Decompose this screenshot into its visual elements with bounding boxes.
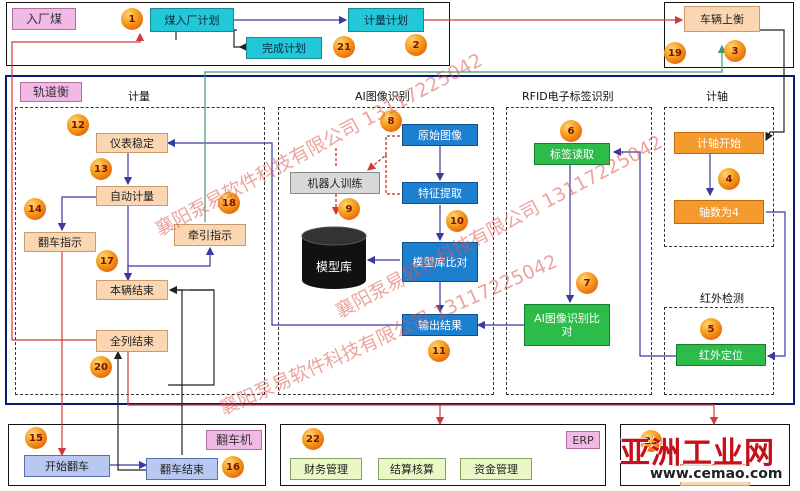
infrared-position-box[interactable]: 红外定位 <box>676 344 766 366</box>
step-circle: 18 <box>218 192 240 214</box>
section-title-axle: 计轴 <box>706 90 728 103</box>
auto-metering-box[interactable]: 自动计量 <box>96 186 168 206</box>
step-circle: 22 <box>302 428 324 450</box>
step-circle: 13 <box>90 158 112 180</box>
metering-section <box>15 107 265 395</box>
original-image-box[interactable]: 原始图像 <box>402 124 478 146</box>
erp-item-settlement[interactable]: 结算核算 <box>378 458 446 480</box>
step-circle: 8 <box>380 110 402 132</box>
ai-section <box>278 107 494 395</box>
end-dumping-box[interactable]: 翻车结束 <box>146 458 218 480</box>
step-circle: 6 <box>560 120 582 142</box>
step-circle: 9 <box>338 198 360 220</box>
step-circle: 23 <box>640 430 662 452</box>
coal-plan-box[interactable]: 煤入厂计划 <box>150 8 234 32</box>
robot-training-box[interactable]: 机器人训练 <box>290 172 380 194</box>
rfid-section <box>506 107 652 395</box>
step-circle: 14 <box>24 198 46 220</box>
step-circle: 10 <box>446 210 468 232</box>
section-title-metering: 计量 <box>128 90 150 103</box>
axle-count-box[interactable]: 轴数为4 <box>674 200 764 224</box>
meter-stable-box[interactable]: 仪表稳定 <box>96 133 168 153</box>
model-db-icon <box>301 226 367 289</box>
complete-plan-box[interactable]: 完成计划 <box>246 37 322 59</box>
step-circle: 1 <box>121 8 143 30</box>
dumper-frame <box>8 424 266 486</box>
step-circle: 16 <box>222 456 244 478</box>
step-circle: 7 <box>576 272 598 294</box>
site-logo: 亚洲工业网 <box>620 436 775 471</box>
traction-instruction-box[interactable]: 牵引指示 <box>174 224 246 246</box>
rail-scale-label: 轨道衡 <box>20 82 82 102</box>
model-db-label: 模型库 <box>316 260 353 274</box>
link-complete-plan <box>233 29 246 48</box>
erp-item-funds[interactable]: 资金管理 <box>460 458 532 480</box>
tag-read-box[interactable]: 标签读取 <box>534 143 610 165</box>
axle-section <box>664 107 774 247</box>
flip-instruction-box[interactable]: 翻车指示 <box>24 232 96 252</box>
section-title-ai: AI图像识别 <box>355 90 410 103</box>
rail-scale-frame <box>5 75 795 405</box>
ai-compare-box[interactable]: AI图像识别比对 <box>524 304 610 346</box>
all-end-box[interactable]: 全列结束 <box>96 330 168 352</box>
section-title-infrared: 红外检测 <box>700 292 744 305</box>
step-circle: 11 <box>428 340 450 362</box>
output-result-box[interactable]: 输出结果 <box>402 314 478 336</box>
infrared-section <box>664 307 774 395</box>
step-circle: 17 <box>96 250 118 272</box>
erp-label: ERP <box>566 431 600 449</box>
section-title-rfid: RFID电子标签识别 <box>522 90 614 103</box>
dumper-label: 翻车机 <box>206 430 262 450</box>
step-circle: 4 <box>718 168 740 190</box>
metering-plan-box[interactable]: 计量计划 <box>348 8 424 32</box>
model-compare-box[interactable]: 模型库比对 <box>402 242 478 282</box>
step-circle: 2 <box>405 34 427 56</box>
feature-extract-box[interactable]: 特征提取 <box>402 182 478 204</box>
site-url: www.cemao.com <box>648 466 785 482</box>
step-circle: 3 <box>724 40 746 62</box>
step-circle: 5 <box>700 318 722 340</box>
axle-start-box[interactable]: 计轴开始 <box>674 132 764 154</box>
step-circle: 21 <box>333 36 355 58</box>
step-circle: 15 <box>25 427 47 449</box>
vehicle-frame <box>664 2 794 68</box>
top-frame <box>6 2 450 66</box>
step-circle: 19 <box>664 42 686 64</box>
step-circle: 12 <box>67 114 89 136</box>
vehicle-on-scale-box[interactable]: 车辆上衡 <box>684 6 760 32</box>
vehicle-end-box[interactable]: 本辆结束 <box>96 280 168 300</box>
erp-item-finance[interactable]: 财务管理 <box>290 458 362 480</box>
step-circle: 20 <box>90 356 112 378</box>
start-dumping-box[interactable]: 开始翻车 <box>24 455 110 477</box>
entry-coal-label: 入厂煤 <box>12 8 76 30</box>
